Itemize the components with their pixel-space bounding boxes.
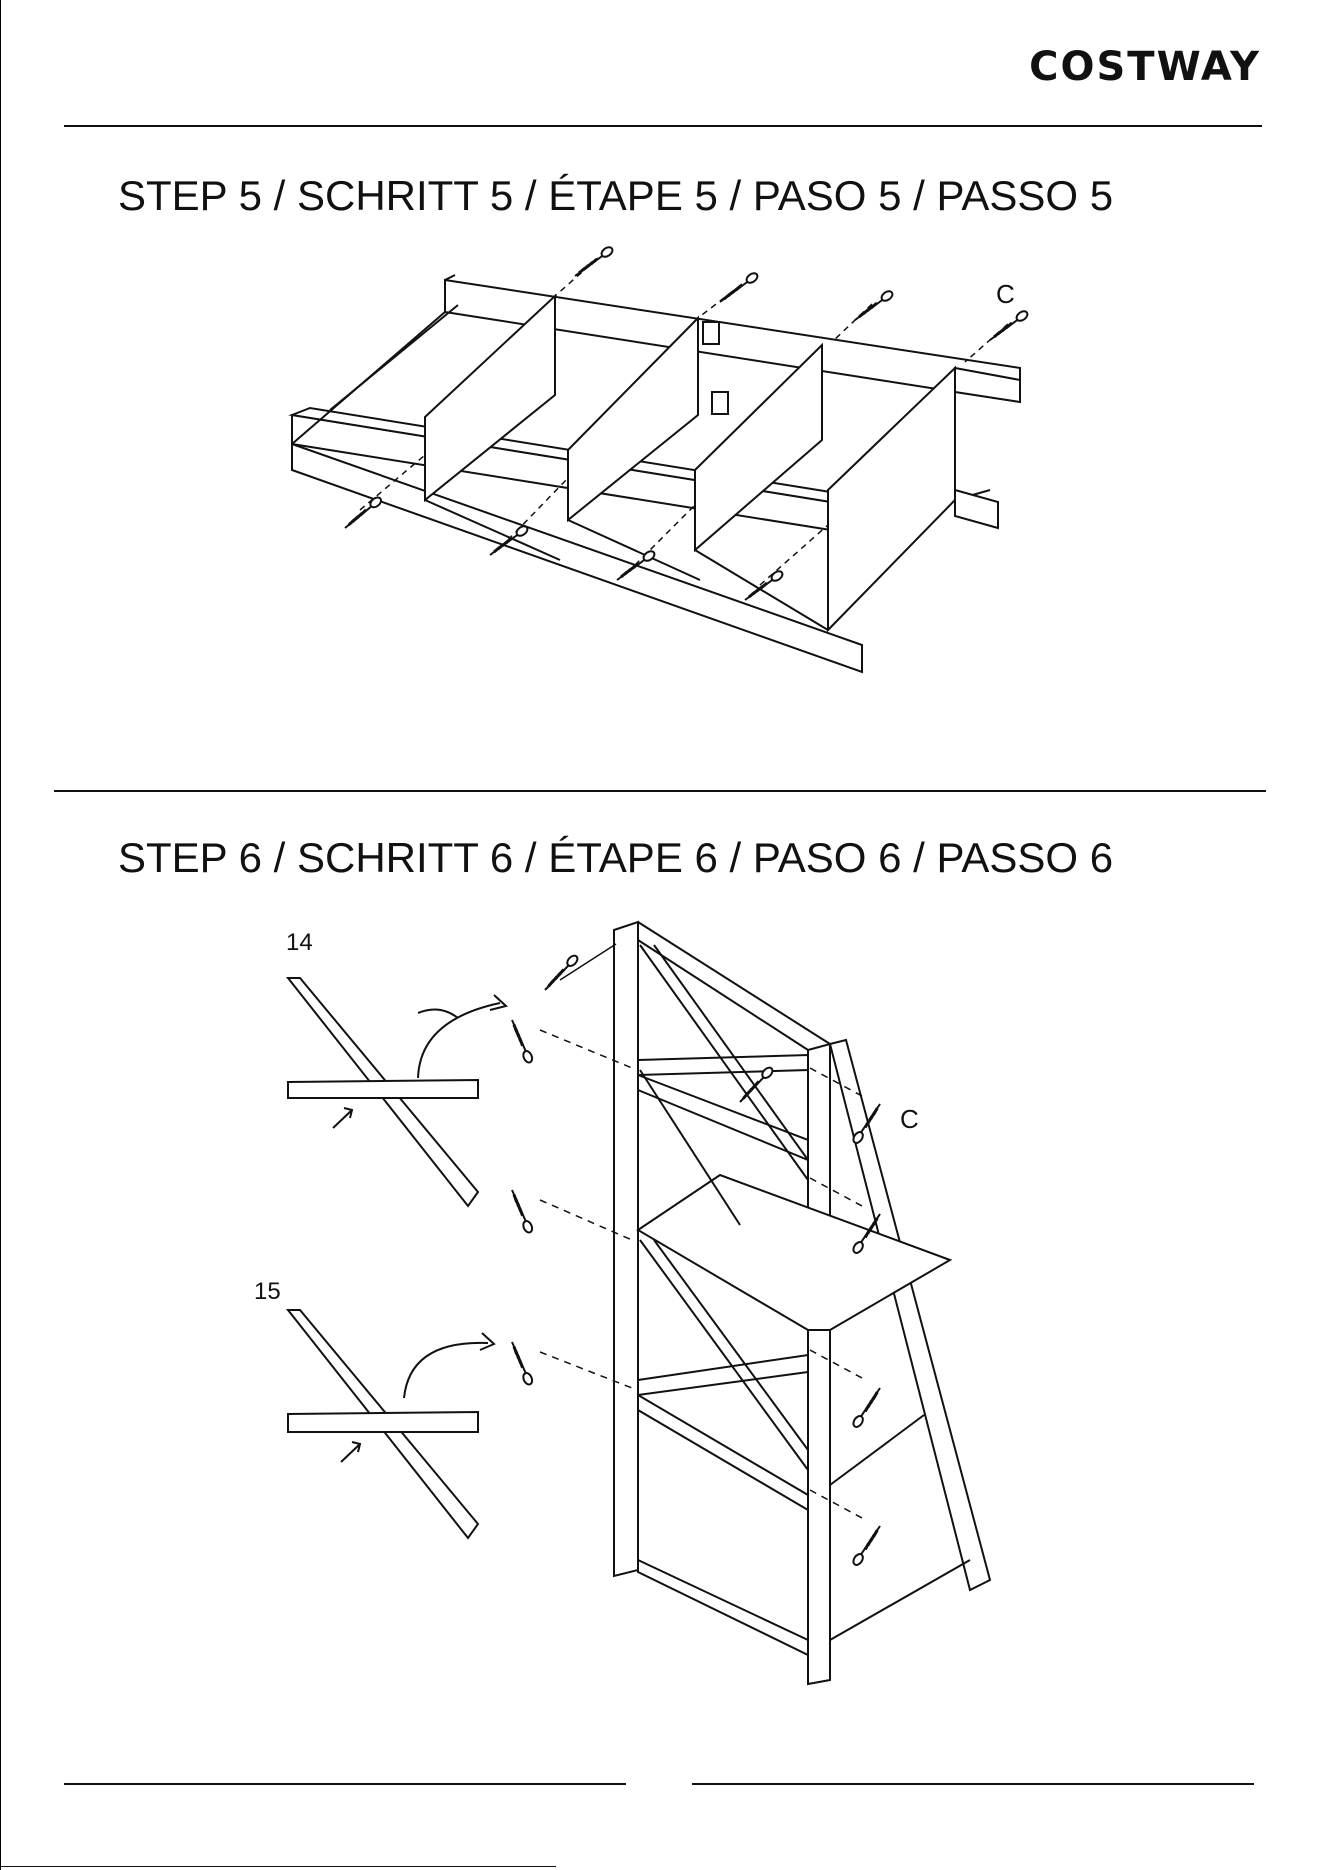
part-14-label: 14: [286, 929, 313, 956]
step6-screw-label: C: [900, 1104, 919, 1134]
step5-diagram: [292, 258, 1020, 672]
part-14-brace: [288, 978, 506, 1206]
step5-screw-label: C: [996, 279, 1015, 309]
part-15-label: 15: [254, 1278, 281, 1305]
bookcase-frame: [614, 922, 990, 1684]
part-15-brace: [288, 1310, 494, 1538]
